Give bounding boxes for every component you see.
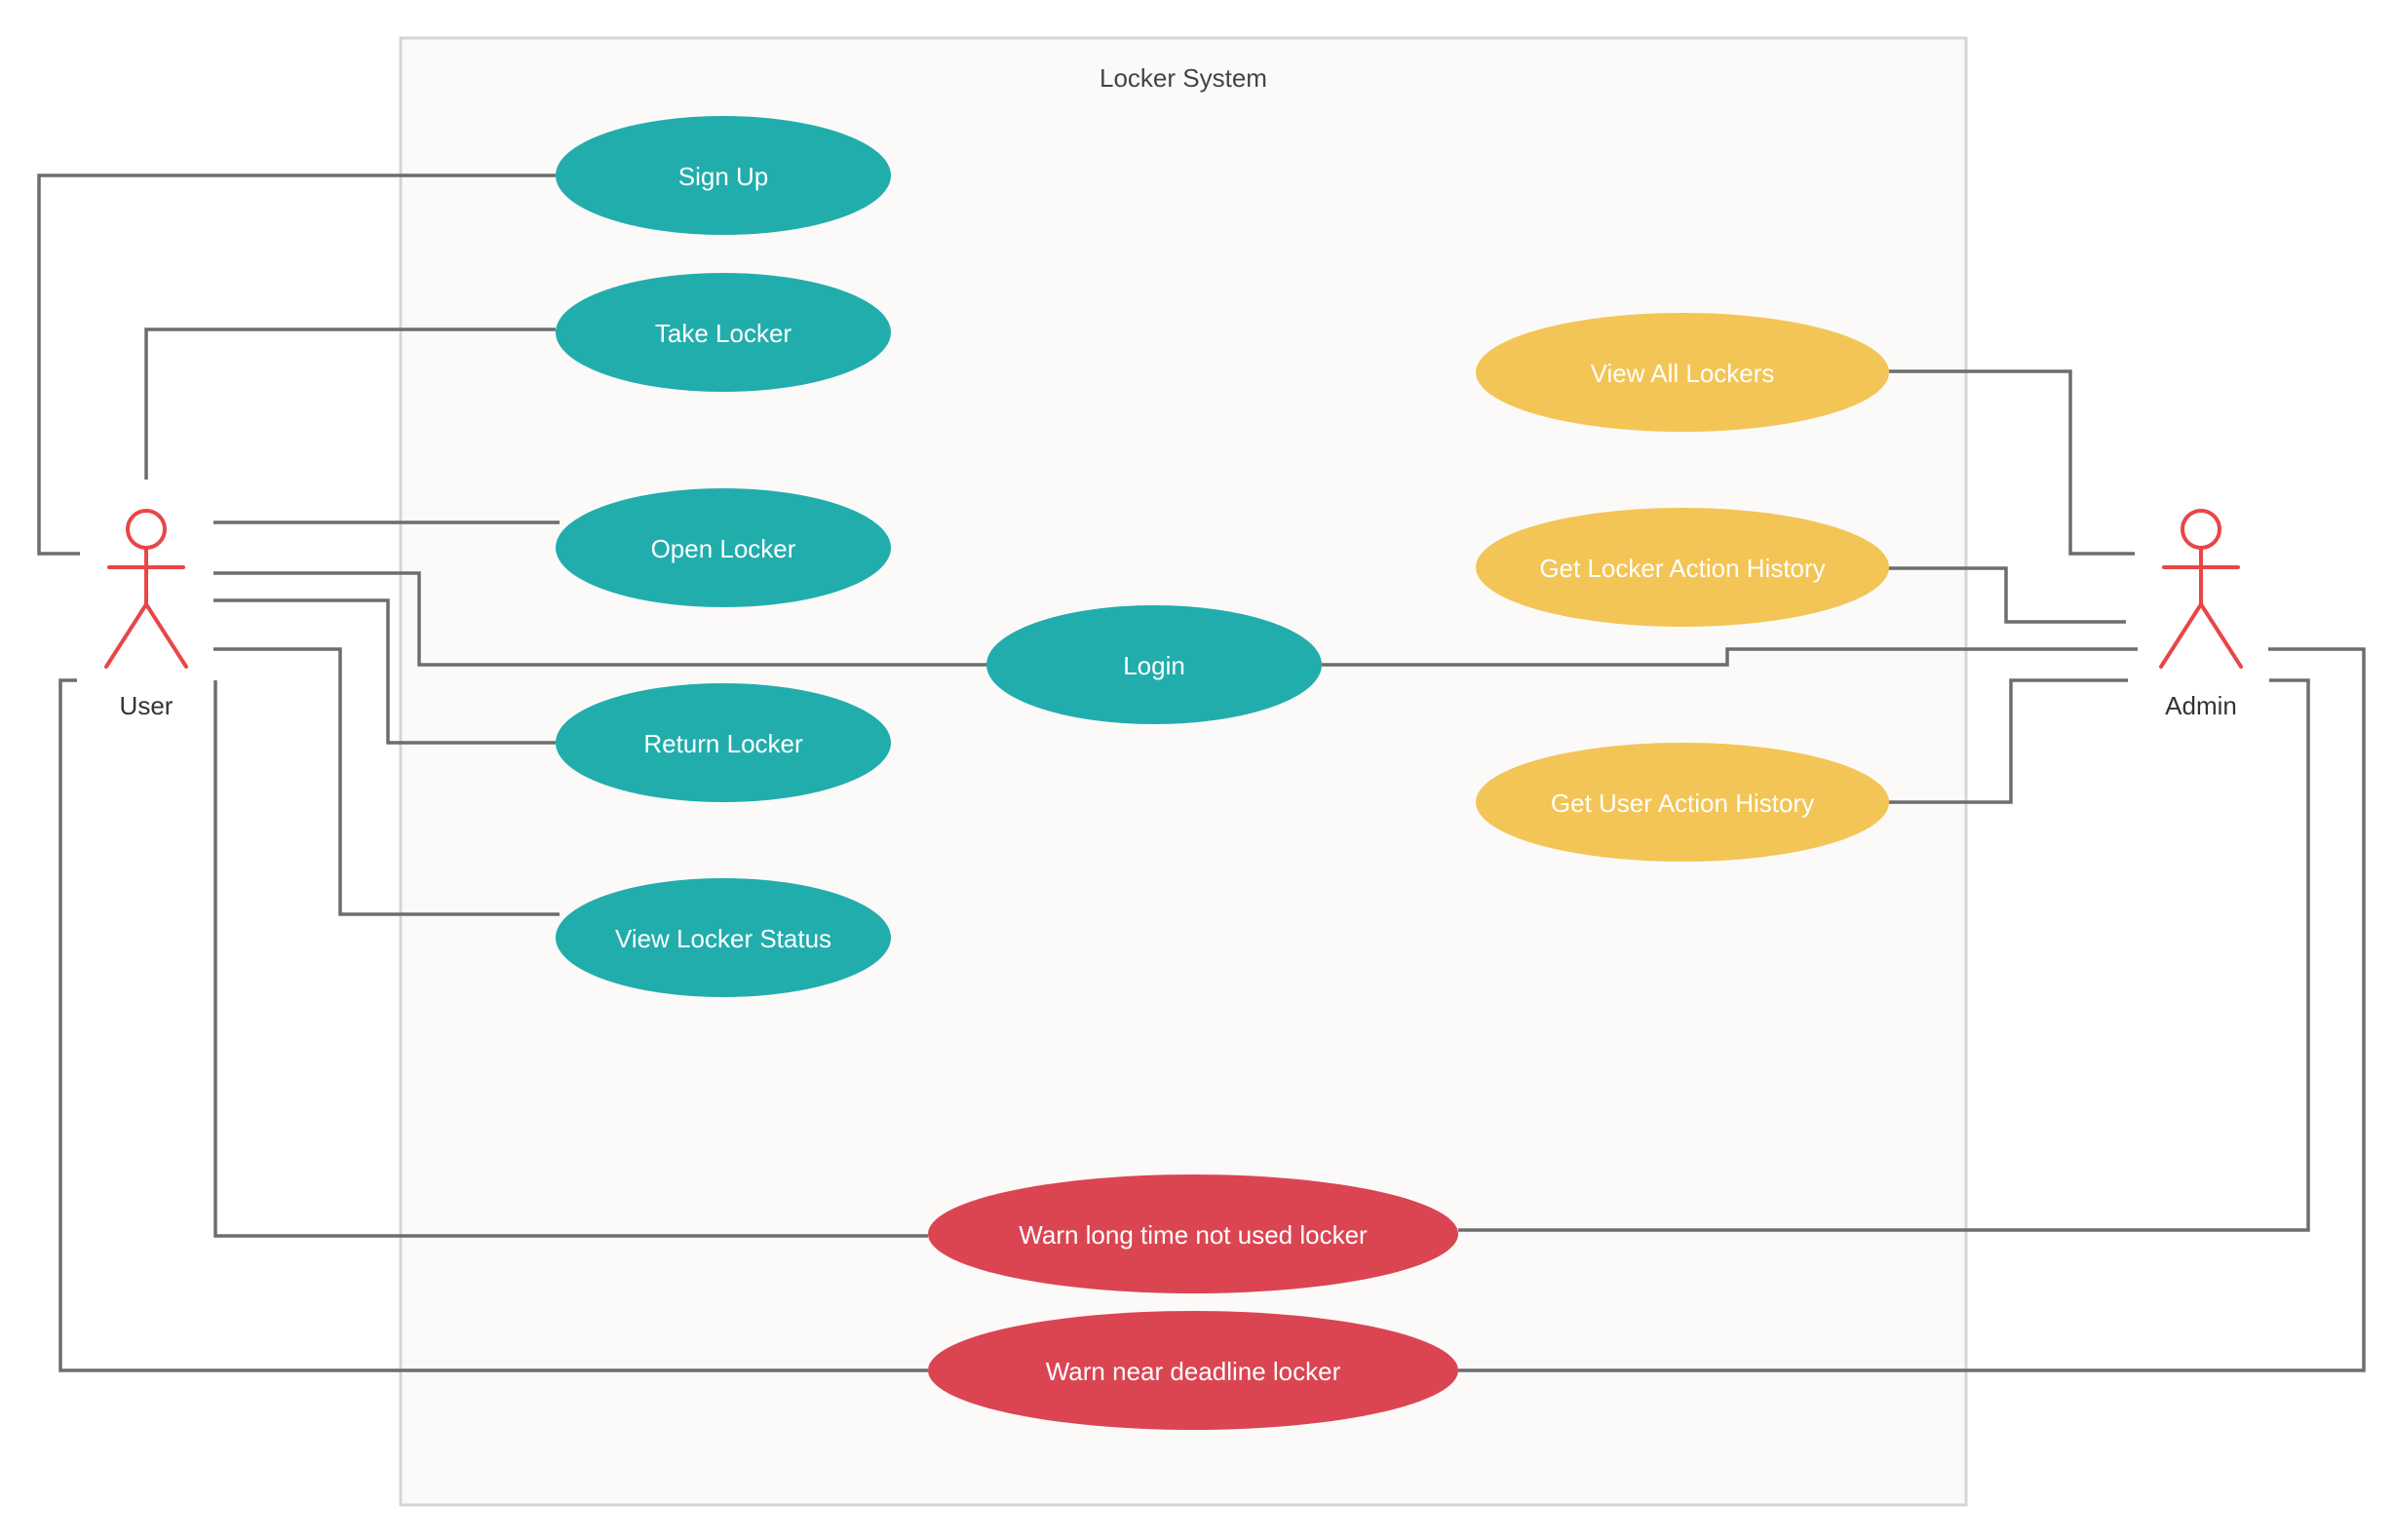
use-case-get-user-action-history[interactable]: Get User Action History — [1476, 743, 1889, 862]
connector-admin-warn-near-deadline — [1458, 647, 2366, 1372]
use-case-warn-near-deadline[interactable]: Warn near deadline locker — [928, 1311, 1458, 1430]
use-case-take-locker-shape — [556, 273, 891, 392]
use-case-warn-long-time-shape — [928, 1174, 1458, 1293]
system-title: Locker System — [1100, 63, 1267, 93]
use-case-open-locker-shape — [556, 488, 891, 607]
use-case-get-locker-action-history-label: Get Locker Action History — [1539, 554, 1825, 583]
use-case-warn-near-deadline-shape — [928, 1311, 1458, 1430]
connector-user-login — [213, 571, 986, 667]
use-case-warn-long-time-label: Warn long time not used locker — [1019, 1220, 1368, 1250]
connector-user-sign-up — [37, 173, 556, 556]
actor-user-label: User — [120, 691, 174, 720]
use-case-return-locker-shape — [556, 683, 891, 802]
connector-user-warn-near-deadline — [58, 678, 928, 1372]
admin-actor-right-leg — [2199, 602, 2243, 669]
use-case-view-all-lockers[interactable]: View All Lockers — [1476, 313, 1889, 432]
actor-admin[interactable]: Admin — [2159, 509, 2243, 720]
connector-admin-user-action-history — [1887, 678, 2128, 804]
use-case-sign-up-shape — [556, 116, 891, 235]
use-case-take-locker-label: Take Locker — [655, 319, 792, 348]
connector-admin-locker-action-history — [1887, 566, 2126, 624]
use-case-sign-up-label: Sign Up — [678, 162, 769, 191]
actor-user[interactable]: User — [104, 509, 188, 720]
use-case-view-all-lockers-label: View All Lockers — [1591, 359, 1775, 388]
use-case-return-locker-label: Return Locker — [643, 729, 803, 758]
admin-actor-left-leg — [2159, 602, 2203, 669]
user-actor-left-leg — [104, 602, 148, 669]
use-case-get-locker-action-history[interactable]: Get Locker Action History — [1476, 508, 1889, 627]
connector-user-view-locker-status — [213, 647, 560, 916]
use-case-login[interactable]: Login — [986, 605, 1322, 724]
use-case-warn-long-time[interactable]: Warn long time not used locker — [928, 1174, 1458, 1293]
use-case-login-label: Login — [1123, 651, 1185, 680]
connector-user-take-locker — [144, 327, 556, 480]
admin-actor-head — [2181, 509, 2221, 550]
use-case-return-locker[interactable]: Return Locker — [556, 683, 891, 802]
use-case-login-shape — [986, 605, 1322, 724]
connector-login-admin — [1322, 647, 2138, 667]
use-case-get-user-action-history-shape — [1476, 743, 1889, 862]
use-case-sign-up[interactable]: Sign Up — [556, 116, 891, 235]
use-case-view-all-lockers-shape — [1476, 313, 1889, 432]
actor-admin-label: Admin — [2165, 691, 2237, 720]
use-case-view-locker-status-shape — [556, 878, 891, 997]
use-case-get-locker-action-history-shape — [1476, 508, 1889, 627]
connectors — [37, 173, 2366, 1372]
connector-user-warn-long-time — [213, 680, 928, 1238]
use-case-get-user-action-history-label: Get User Action History — [1551, 789, 1814, 818]
use-case-view-locker-status[interactable]: View Locker Status — [556, 878, 891, 997]
connector-admin-warn-long-time — [1458, 678, 2310, 1232]
use-case-open-locker-label: Open Locker — [651, 534, 796, 563]
user-actor-head — [126, 509, 167, 550]
connector-admin-view-all-lockers — [1887, 369, 2135, 556]
use-case-warn-near-deadline-label: Warn near deadline locker — [1046, 1357, 1341, 1386]
connector-user-return-locker — [213, 598, 556, 745]
use-case-view-locker-status-label: View Locker Status — [615, 924, 831, 953]
user-actor-right-leg — [144, 602, 188, 669]
use-case-open-locker[interactable]: Open Locker — [556, 488, 891, 607]
use-case-take-locker[interactable]: Take Locker — [556, 273, 891, 392]
